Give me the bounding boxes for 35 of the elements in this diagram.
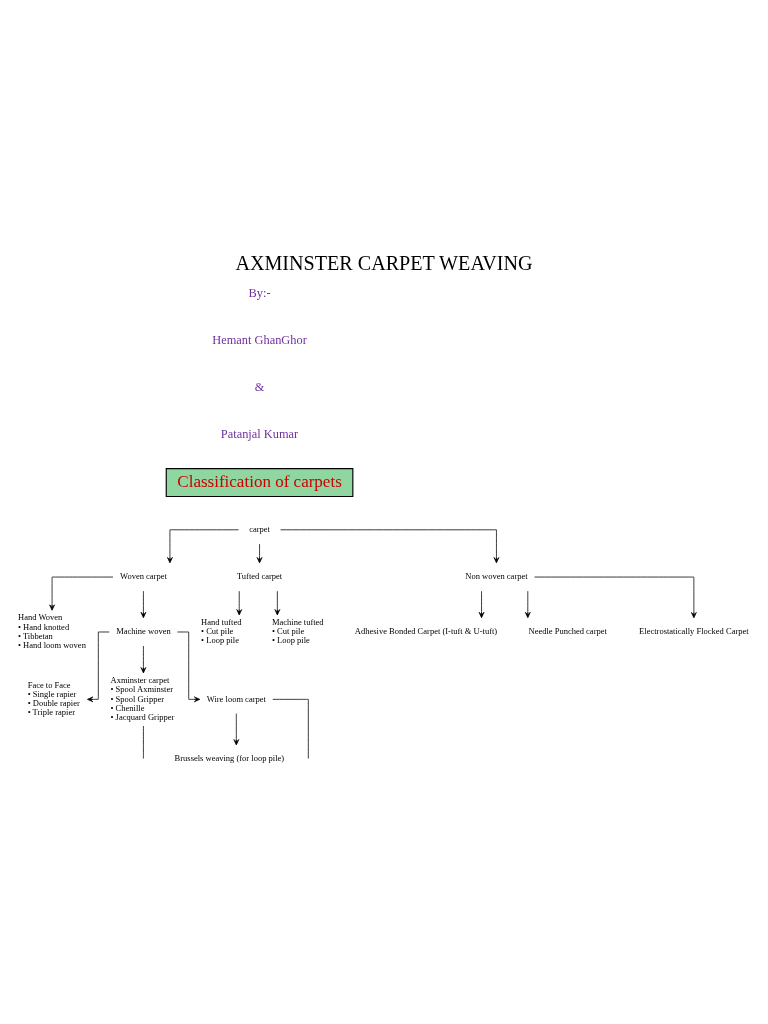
arrow xyxy=(140,590,147,619)
arrow xyxy=(478,590,485,619)
diagram-title: AXMINSTER CARPET WEAVING xyxy=(235,252,533,275)
node-text: Hand tufted • Cut pile • Loop pile xyxy=(201,616,242,646)
node-text: Tufted carpet xyxy=(236,571,283,582)
arrow xyxy=(256,543,263,564)
arrow xyxy=(140,645,147,674)
arrow xyxy=(525,590,531,619)
node-text: Adhesive Bonded Carpet (I-tuft & U-tuft) xyxy=(354,626,498,637)
connector xyxy=(143,725,144,759)
arrow xyxy=(49,576,114,611)
arrow xyxy=(233,713,240,746)
node-text: carpet xyxy=(249,523,270,534)
node-text: Machine tufted • Cut pile • Loop pile xyxy=(271,616,324,646)
node-text: Machine woven xyxy=(116,626,171,637)
arrow xyxy=(274,590,281,616)
node-text: Wire loom carpet xyxy=(206,693,266,704)
node-text: Hand Woven • Hand knotted • Tibbetan • Hand loom woven xyxy=(18,612,86,651)
node-text: Electrostatically Flocked Carpet xyxy=(639,626,749,637)
node-text: Woven carpet xyxy=(120,571,167,582)
node-text: Face to Face • Single rapier • Double rapier • Triple rapier xyxy=(27,679,80,718)
label: Hemant GhanGhor xyxy=(212,332,307,347)
node-text: Axminster carpet • Spool Axminster • Spool Gripper • Chenille • Jacquard Gripper xyxy=(110,674,175,723)
node-text: Needle Punched carpet xyxy=(528,626,607,637)
arrow xyxy=(167,529,239,564)
node-text: Brussels weaving (for loop pile) xyxy=(174,753,285,764)
arrow xyxy=(236,590,243,616)
node-box: Classification of carpets xyxy=(165,468,354,498)
connector xyxy=(272,698,309,759)
node-text: Non woven carpet xyxy=(465,571,528,582)
arrow xyxy=(534,576,697,619)
arrow xyxy=(280,529,500,564)
label: Patanjal Kumar xyxy=(220,427,299,442)
label: & xyxy=(254,380,265,395)
label: By:- xyxy=(248,285,271,300)
